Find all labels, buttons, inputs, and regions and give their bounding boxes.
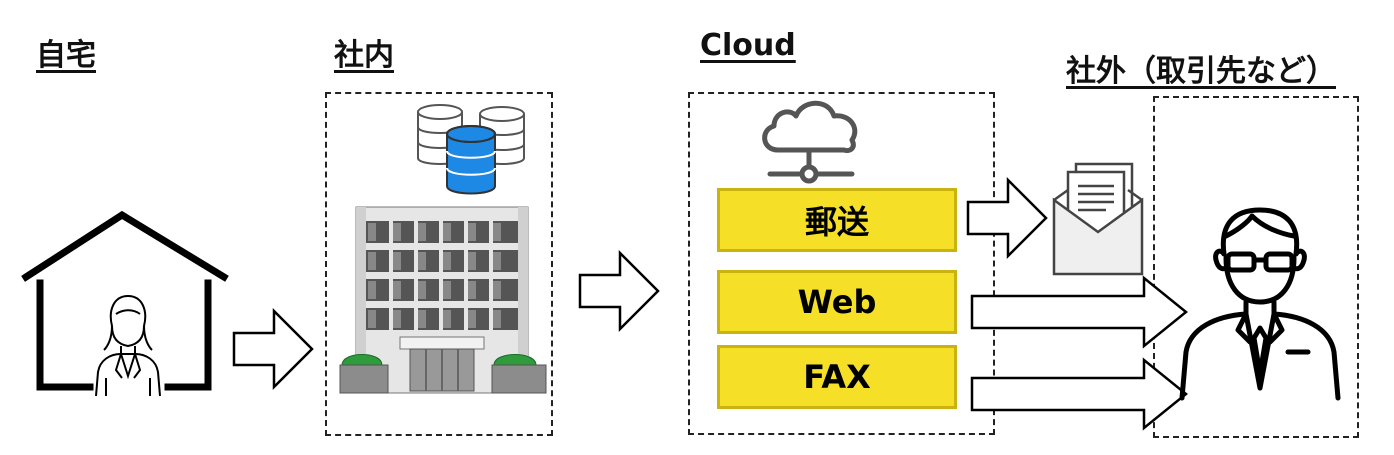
channel-web-label: Web (797, 283, 877, 321)
arrow-icon (232, 307, 314, 391)
cloud-title: Cloud (700, 28, 796, 63)
database-icon (417, 104, 525, 195)
external-title: 社外（取引先など） (1066, 54, 1336, 89)
home-title: 自宅 (36, 38, 96, 73)
office-building-icon (339, 206, 547, 394)
office-title: 社内 (334, 38, 394, 73)
channel-mail-button: 郵送 (717, 188, 957, 252)
businessman-icon (1179, 207, 1341, 401)
arrow-icon (578, 249, 660, 333)
channel-web-button: Web (717, 270, 957, 334)
arrow-icon (970, 275, 1188, 349)
channel-fax-label: FAX (803, 358, 871, 396)
channel-mail-label: 郵送 (804, 203, 869, 241)
cloud-network-icon (762, 100, 858, 184)
external-box (1153, 96, 1359, 438)
channel-fax-button: FAX (717, 345, 957, 409)
house-icon (21, 210, 229, 391)
woman-icon (95, 294, 161, 397)
cloud-box (688, 92, 995, 435)
arrow-icon (970, 357, 1188, 431)
mail-document-icon (1052, 162, 1144, 276)
office-box (325, 92, 553, 436)
arrow-icon (966, 176, 1048, 260)
